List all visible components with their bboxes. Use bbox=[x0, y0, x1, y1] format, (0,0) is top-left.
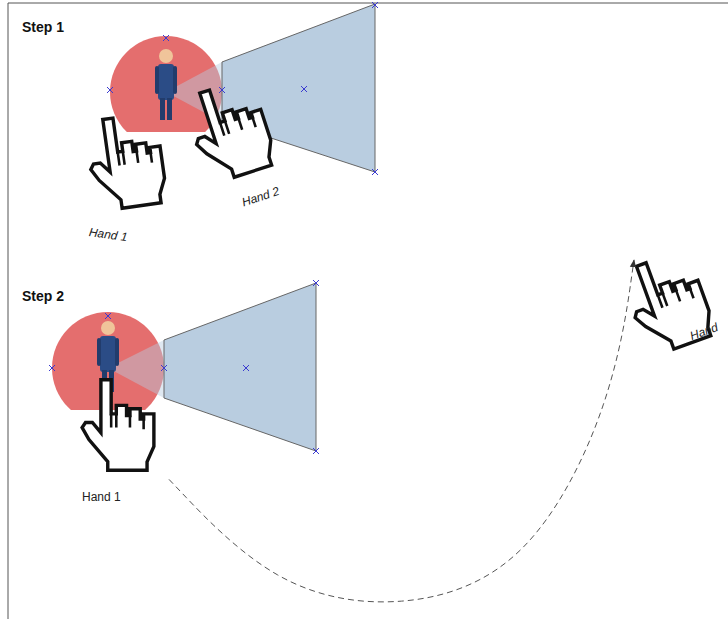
control-point bbox=[163, 35, 169, 41]
hand-shape bbox=[182, 77, 278, 185]
hand-cursor: Hand 1 bbox=[84, 115, 179, 250]
step-label: Step 2 bbox=[22, 288, 64, 304]
control-points bbox=[49, 2, 378, 454]
hand-shape bbox=[82, 380, 154, 471]
hand-icon bbox=[188, 84, 272, 178]
hand-cursor: Hand 1 bbox=[74, 378, 169, 508]
hand-label: Hand 1 bbox=[82, 490, 121, 504]
dashed-arc bbox=[169, 260, 634, 602]
person-arm bbox=[115, 338, 119, 366]
control-point bbox=[161, 365, 167, 371]
control-point bbox=[372, 169, 378, 175]
person-body bbox=[100, 336, 116, 372]
hand-icon bbox=[74, 378, 162, 472]
finger-line bbox=[111, 414, 143, 429]
finger-line bbox=[658, 284, 694, 310]
person-figure bbox=[155, 49, 177, 120]
hand-outline bbox=[84, 112, 168, 212]
finger-line bbox=[220, 113, 256, 138]
control-point bbox=[313, 280, 319, 286]
reach-area bbox=[110, 36, 222, 132]
person-arm bbox=[97, 338, 101, 366]
control-point bbox=[372, 2, 378, 8]
control-point bbox=[301, 86, 307, 92]
control-point bbox=[107, 87, 113, 93]
hand-outline bbox=[182, 77, 278, 185]
hand-outline bbox=[619, 248, 717, 358]
hand-shape bbox=[619, 248, 717, 358]
control-point bbox=[105, 313, 111, 319]
person-arm bbox=[155, 66, 159, 94]
person-head bbox=[101, 321, 115, 335]
hand-shape bbox=[84, 112, 168, 212]
control-point bbox=[313, 448, 319, 454]
frame-border bbox=[8, 3, 728, 619]
view-cone bbox=[164, 283, 316, 451]
control-point bbox=[243, 365, 249, 371]
person-arm bbox=[173, 66, 177, 94]
person-body bbox=[158, 64, 174, 100]
step-label: Step 1 bbox=[22, 19, 64, 35]
hand-outline bbox=[82, 380, 154, 471]
person-head bbox=[159, 49, 173, 63]
hand-label: Hand 2 bbox=[240, 184, 281, 209]
hand-cursor: Hand bbox=[626, 256, 726, 366]
hand-cursor: Hand 2 bbox=[188, 84, 288, 219]
person-leg bbox=[160, 98, 165, 120]
hand-label: Hand 1 bbox=[88, 225, 128, 244]
hand-icon bbox=[84, 115, 168, 209]
control-point bbox=[219, 87, 225, 93]
finger-line bbox=[118, 147, 152, 167]
person-leg bbox=[167, 98, 172, 120]
control-point bbox=[49, 365, 55, 371]
